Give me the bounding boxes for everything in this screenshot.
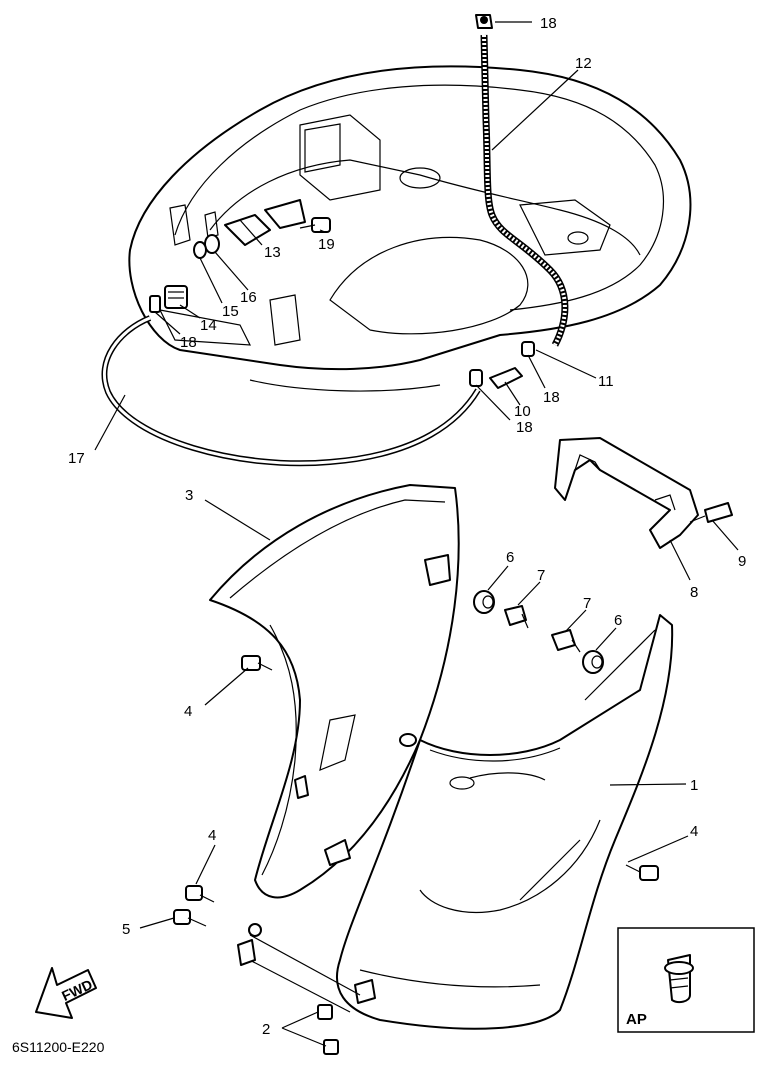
callout-4-lower-left: 4	[208, 827, 216, 844]
fitting-13	[224, 199, 306, 246]
clip-18-top	[475, 14, 493, 29]
pin-7-right	[551, 629, 581, 653]
callout-10: 10	[514, 403, 531, 420]
fitting-15-16	[193, 234, 220, 259]
bolt-19	[299, 217, 331, 233]
callout-18-lower: 18	[516, 419, 533, 436]
pin-7-left	[504, 605, 529, 629]
grommet-6-left	[473, 590, 495, 614]
bracket-8	[554, 437, 699, 549]
callout-5: 5	[122, 921, 130, 938]
drawing-code: 6S11200-E220	[12, 1039, 105, 1055]
callout-12: 12	[575, 55, 592, 72]
callout-19: 19	[318, 236, 335, 253]
callout-6-left: 6	[506, 549, 514, 566]
bottom-cowling-tray	[128, 65, 692, 392]
hose-12	[480, 34, 569, 347]
nut-2-lower	[323, 1039, 339, 1055]
nut-14	[164, 285, 188, 309]
fwd-label: FWD	[59, 976, 95, 1004]
ap-label: AP	[626, 1011, 647, 1028]
clip-18-right	[521, 341, 535, 357]
callout-6-right: 6	[614, 612, 622, 629]
callout-18-left: 18	[180, 334, 197, 351]
clip-18-left	[149, 295, 161, 313]
callout-7-left: 7	[537, 567, 545, 584]
clip-18-lower	[469, 369, 483, 387]
ap-inset: AP	[617, 927, 755, 1033]
joint-10	[489, 367, 523, 389]
nut-2-upper	[317, 1004, 333, 1020]
callout-3: 3	[185, 487, 193, 504]
bolt-4-right	[625, 864, 659, 881]
callout-7-right: 7	[583, 595, 591, 612]
callout-16: 16	[240, 289, 257, 306]
bolt-9	[689, 502, 733, 523]
bolt-4-lower-left	[185, 885, 215, 903]
hose-17	[101, 315, 481, 467]
fwd-arrow: FWD	[35, 967, 97, 1019]
callout-18-top: 18	[540, 15, 557, 32]
callout-13: 13	[264, 244, 281, 261]
callout-15: 15	[222, 303, 239, 320]
lower-pivot-line	[237, 923, 361, 1013]
callout-4-right: 4	[690, 823, 698, 840]
bolt-4-upper	[241, 655, 273, 671]
callout-4-upper: 4	[184, 703, 192, 720]
callout-2: 2	[262, 1021, 270, 1038]
bolt-5	[173, 909, 207, 927]
callout-8: 8	[690, 584, 698, 601]
port-cover-3	[209, 484, 460, 899]
callout-11: 11	[598, 373, 614, 390]
leader-lines	[94, 21, 739, 1047]
grommet-6-right	[582, 650, 604, 674]
callout-1: 1	[690, 777, 698, 794]
callout-9: 9	[738, 553, 746, 570]
starboard-cover-1	[335, 614, 674, 1030]
callout-18-right: 18	[543, 389, 560, 406]
callout-17: 17	[68, 450, 85, 467]
callout-14: 14	[200, 317, 217, 334]
